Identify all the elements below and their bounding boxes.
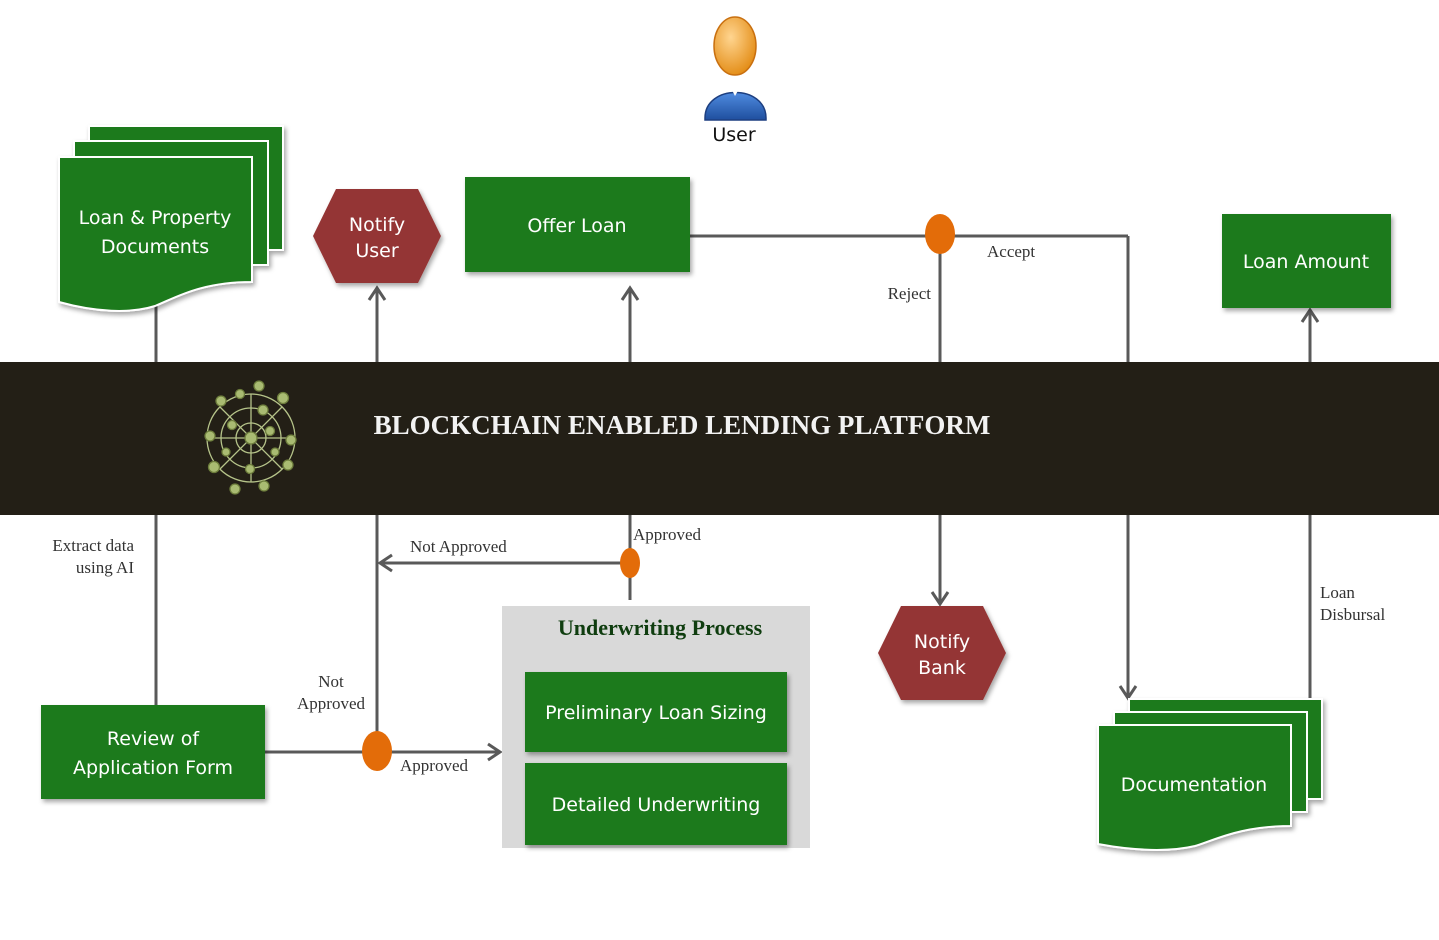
arrowhead-offer-loan xyxy=(620,285,640,301)
loan-disbursal-label-line2: Disbursal xyxy=(1320,605,1385,624)
preliminary-loan-sizing-node[interactable] xyxy=(525,672,787,752)
approved-bottom-label: Approved xyxy=(400,756,468,775)
offer-loan-label: Offer Loan xyxy=(527,215,626,237)
underwriting-title: Underwriting Process xyxy=(558,615,763,640)
not-approved-top-label: Not Approved xyxy=(410,537,507,556)
notify-user-line1: Notify xyxy=(349,214,405,236)
not-approved-left-line2: Approved xyxy=(297,694,365,713)
person-icon xyxy=(704,16,767,121)
blockchain-network-icon xyxy=(204,380,297,495)
review-application-line2: Application Form xyxy=(73,757,233,779)
detailed-underwriting-node[interactable] xyxy=(525,763,787,845)
arrowhead-not-approved xyxy=(377,553,393,573)
loan-property-documents-line2: Documents xyxy=(101,236,209,258)
loan-property-documents-node[interactable] xyxy=(58,125,284,312)
loan-amount-label: Loan Amount xyxy=(1243,251,1369,273)
offer-decision-point xyxy=(925,214,955,254)
platform-title: BLOCKCHAIN ENABLED LENDING PLATFORM xyxy=(374,410,991,440)
approved-top-label: Approved xyxy=(633,525,701,544)
underwriting-decision-point xyxy=(620,548,640,578)
review-decision-point xyxy=(362,731,392,771)
loan-property-documents-line1: Loan & Property xyxy=(79,207,232,229)
loan-amount-node[interactable] xyxy=(1222,214,1391,308)
notify-bank-line1: Notify xyxy=(914,631,970,653)
review-application-line1: Review of xyxy=(107,728,200,750)
accept-label: Accept xyxy=(987,242,1035,261)
documentation-label: Documentation xyxy=(1121,774,1267,796)
review-application-node[interactable] xyxy=(41,705,265,799)
arrowhead-notify-bank xyxy=(930,591,950,607)
reject-label: Reject xyxy=(888,284,932,303)
user-label: User xyxy=(712,124,755,146)
offer-loan-node[interactable] xyxy=(465,177,690,272)
preliminary-loan-sizing-label: Preliminary Loan Sizing xyxy=(545,702,767,724)
notify-user-node[interactable] xyxy=(313,189,441,283)
detailed-underwriting-label: Detailed Underwriting xyxy=(552,794,761,816)
loan-disbursal-label-line1: Loan xyxy=(1320,583,1355,602)
notify-user-line2: User xyxy=(355,240,398,262)
arrowhead-notify-user xyxy=(367,285,387,301)
arrowhead-loan-amount xyxy=(1300,307,1320,323)
extract-data-label-line1: Extract data xyxy=(52,536,134,555)
notify-bank-node[interactable] xyxy=(878,606,1006,700)
not-approved-left-line1: Not xyxy=(318,672,344,691)
notify-bank-line2: Bank xyxy=(918,657,966,679)
extract-data-label-line2: using AI xyxy=(76,558,134,577)
arrowhead-underwriting xyxy=(487,742,503,762)
documentation-node[interactable] xyxy=(1097,698,1323,851)
